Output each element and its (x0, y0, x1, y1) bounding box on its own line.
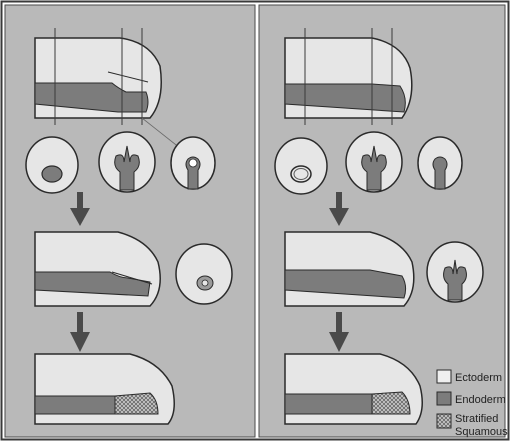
left-cross-section-1 (25, 136, 79, 194)
legend-swatch-stratified (436, 413, 452, 429)
right-cross-section-2 (345, 131, 403, 193)
legend-label-squamous: Squamous (455, 426, 508, 438)
arrow-down-icon (70, 312, 90, 352)
left-stage1-glans (34, 28, 186, 153)
legend-swatch-ectoderm (436, 369, 452, 384)
left-stage2-cross-section (175, 243, 233, 305)
legend-item-endoderm: Endoderm (436, 391, 506, 406)
legend-label-stratified: Stratified (455, 413, 498, 425)
left-cross-section-2 (98, 131, 156, 193)
left-cross-section-3 (170, 136, 216, 190)
right-stage2-glans (284, 231, 415, 307)
legend-swatch-endoderm (436, 391, 452, 406)
arrow-down-icon (70, 192, 90, 226)
arrow-down-icon (329, 192, 349, 226)
legend-label-endoderm: Endoderm (455, 394, 506, 406)
legend-item-stratified-squamous: Stratified Squamous (436, 413, 508, 438)
arrow-down-icon (329, 312, 349, 352)
right-cross-section-1 (274, 137, 328, 195)
legend-label-ectoderm: Ectoderm (455, 372, 502, 384)
left-stage3-glans (34, 353, 175, 425)
left-panel (4, 4, 256, 438)
right-stage1-glans (284, 28, 413, 125)
right-stage2-cross-section (426, 241, 484, 303)
left-stage2-glans (34, 231, 161, 307)
legend: Ectoderm Endoderm Stratified Squamous (436, 369, 508, 438)
right-cross-section-3 (417, 136, 463, 190)
legend-item-ectoderm: Ectoderm (436, 369, 502, 384)
right-panel: Ectoderm Endoderm Stratified Squamous (258, 4, 508, 438)
right-stage3-glans (284, 353, 423, 425)
